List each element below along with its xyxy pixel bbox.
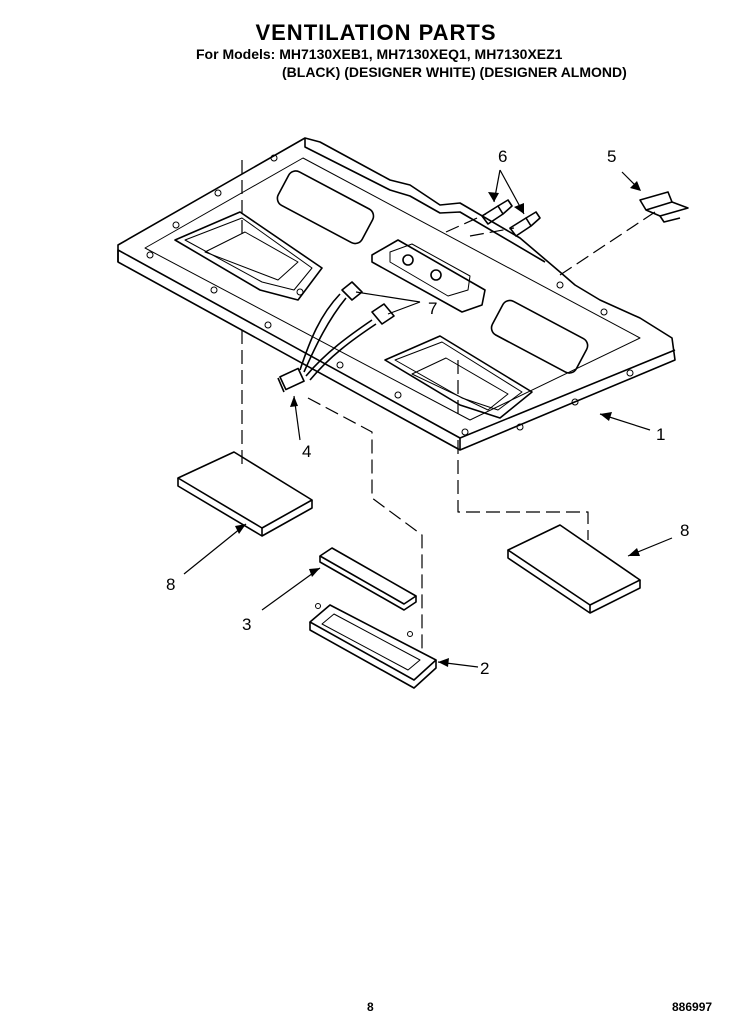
charcoal-filter-right: [507, 524, 641, 614]
page-number: 8: [367, 1000, 374, 1014]
charcoal-filter-left: [177, 451, 313, 537]
callout-6: 6: [498, 147, 507, 166]
callout-4: 4: [302, 442, 311, 461]
callout-8-left: 8: [166, 575, 175, 594]
vent-plate: [117, 137, 676, 451]
lens-frame: [309, 603, 437, 689]
callout-2: 2: [480, 659, 489, 678]
callout-1: 1: [656, 425, 665, 444]
callout-7: 7: [428, 299, 437, 318]
models-line: For Models: MH7130XEB1, MH7130XEQ1, MH71…: [196, 46, 563, 62]
page-title: VENTILATION PARTS: [255, 20, 497, 45]
callout-3: 3: [242, 615, 251, 634]
lamp-lens: [319, 547, 417, 611]
wire-harness: [277, 281, 395, 393]
callout-8-right: 8: [680, 521, 689, 540]
colors-line: (BLACK) (DESIGNER WHITE) (DESIGNER ALMON…: [282, 64, 627, 80]
assembly-lines: [241, 160, 656, 650]
document-code: 886997: [672, 1000, 713, 1014]
lamp-bulbs: [481, 199, 541, 237]
callout-5: 5: [607, 147, 616, 166]
leader-lines: [183, 169, 673, 668]
